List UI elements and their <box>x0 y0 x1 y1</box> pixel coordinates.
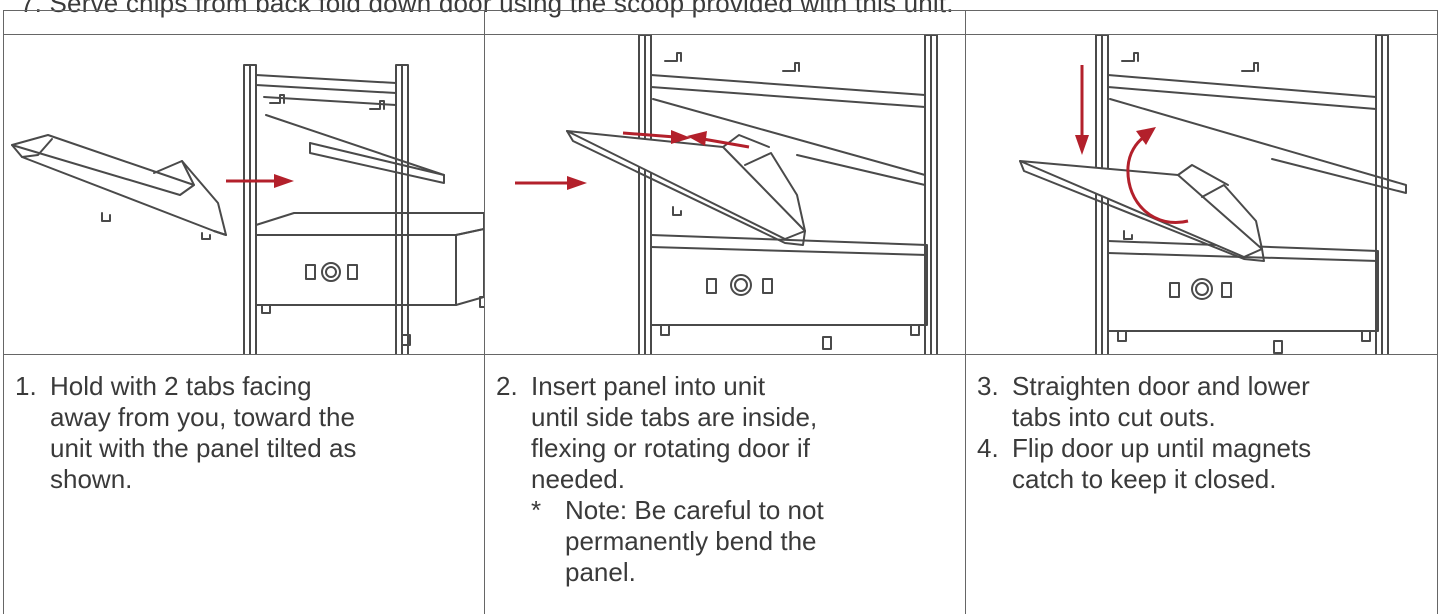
step-text-line: Insert panel into unit <box>531 371 766 401</box>
table-column-divider <box>965 11 966 614</box>
step-number: 4. <box>977 433 999 463</box>
step-7-heading: 7. Serve chips from back fold down door … <box>20 0 954 18</box>
instruction-table: 1. Hold with 2 tabs facing away from you… <box>3 10 1438 614</box>
table-row-divider <box>4 354 1437 355</box>
illustration-insert-panel <box>485 35 965 354</box>
arrow-icon <box>515 130 750 190</box>
note-text-line: permanently bend the <box>565 526 817 556</box>
step-text-line: until side tabs are inside, <box>531 402 818 432</box>
step-text-line: unit with the panel tilted as <box>50 433 357 463</box>
arrow-icon <box>226 174 294 188</box>
arrow-icon <box>1075 65 1189 224</box>
list-item: 3. Straighten door and lower tabs into c… <box>966 371 1437 433</box>
note-text-line: Note: Be careful to not <box>565 495 824 525</box>
illustration-flip-door <box>966 35 1437 354</box>
step-text-line: away from you, toward the <box>50 402 355 432</box>
scoop-panel-icon <box>1019 160 1265 262</box>
step-text-line: Hold with 2 tabs facing <box>50 371 312 401</box>
step-list-panel-2: 2. Insert panel into unit until side tab… <box>485 371 965 588</box>
illustration-hold-panel <box>4 35 484 354</box>
step-text-line: tabs into cut outs. <box>1012 402 1216 432</box>
step-list-panel-3: 3. Straighten door and lower tabs into c… <box>966 371 1437 495</box>
warmer-unit-icon <box>1095 35 1407 354</box>
note-text-line: panel. <box>565 557 636 587</box>
table-row-divider <box>4 34 1437 35</box>
step-text-line: flexing or rotating door if <box>531 433 810 463</box>
table-column-divider <box>484 11 485 614</box>
note-marker: * <box>531 495 542 525</box>
step-text-line: catch to keep it closed. <box>1012 464 1277 494</box>
step-text-line: shown. <box>50 464 133 494</box>
step-number: 1. <box>15 371 37 401</box>
scoop-panel-icon <box>11 134 227 240</box>
scoop-panel-icon <box>566 130 806 246</box>
warmer-unit-icon <box>243 64 484 354</box>
list-item: 2. Insert panel into unit until side tab… <box>485 371 965 588</box>
caution-note: * Note: Be careful to not permanently be… <box>531 495 965 588</box>
step-number: 2. <box>496 371 518 401</box>
list-item: 1. Hold with 2 tabs facing away from you… <box>4 371 484 495</box>
step-text-line: Straighten door and lower <box>1012 371 1310 401</box>
step-text-line: Flip door up until magnets <box>1012 433 1312 463</box>
step-number: 3. <box>977 371 999 401</box>
step-list-panel-1: 1. Hold with 2 tabs facing away from you… <box>4 371 484 495</box>
list-item: 4. Flip door up until magnets catch to k… <box>966 433 1437 495</box>
step-text-line: needed. <box>531 464 625 494</box>
warmer-unit-icon <box>638 35 938 354</box>
